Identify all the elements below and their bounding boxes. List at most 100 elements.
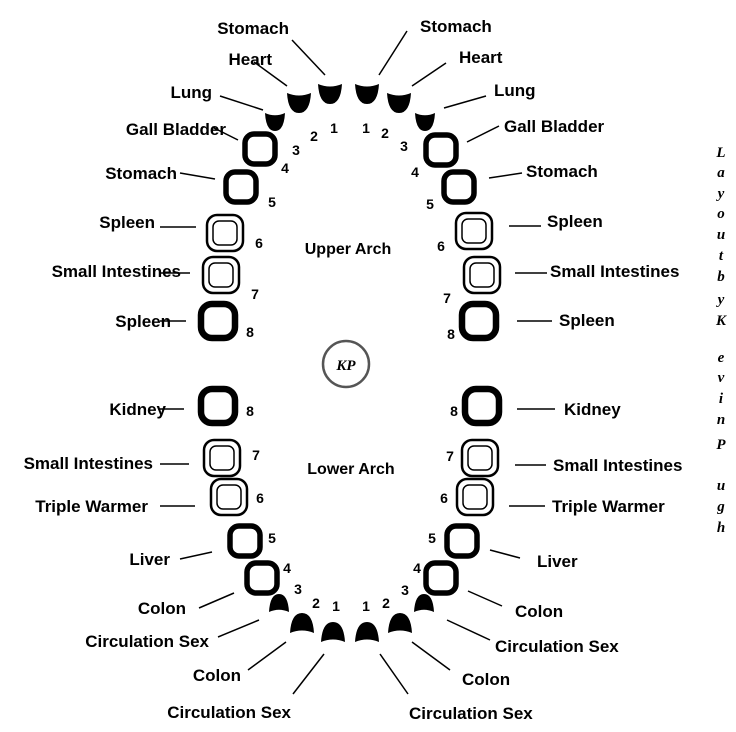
credit-letter: g (716, 499, 725, 515)
tooth-shape (321, 622, 345, 642)
credit-letter: L (715, 145, 725, 161)
tooth-upper-left-5 (223, 169, 259, 205)
tooth-number: 3 (292, 142, 300, 158)
leader-line (291, 39, 326, 76)
organ-label: Stomach (420, 17, 492, 36)
tooth-upper-right-2 (387, 93, 411, 113)
leader-line (466, 125, 500, 143)
tooth-number: 2 (382, 595, 390, 611)
tooth-number: 3 (294, 581, 302, 597)
tooth-inner-ring (208, 262, 234, 288)
tooth-number: 7 (251, 286, 259, 302)
tooth-upper-right-8 (458, 300, 500, 342)
organ-label: Circulation Sex (167, 703, 291, 722)
tooth-upper-right-4 (423, 132, 459, 168)
kp-logo: KP (321, 339, 371, 389)
organ-label: Stomach (105, 164, 177, 183)
tooth-shape (414, 594, 434, 612)
leader-line (411, 62, 447, 87)
tooth-upper-left-1 (318, 84, 342, 104)
tooth-upper-right-7 (462, 255, 502, 295)
leader-line (467, 590, 503, 607)
tooth-number: 8 (447, 326, 455, 342)
credit-letter: h (717, 520, 725, 536)
tooth-lower-right-4 (423, 560, 459, 596)
upper-arch-label: Upper Arch (305, 241, 392, 258)
organ-label: Gall Bladder (504, 117, 605, 136)
tooth-number: 5 (428, 530, 436, 546)
organ-label: Spleen (547, 212, 603, 231)
organ-label: Colon (193, 666, 241, 685)
tooth-lower-left-5 (227, 523, 263, 559)
tooth-shape (423, 132, 459, 168)
tooth-upper-left-2 (287, 93, 311, 113)
tooth-shape (244, 560, 280, 596)
tooth-shape (455, 477, 495, 517)
leader-line (219, 95, 264, 111)
tooth-upper-right-3 (415, 113, 435, 131)
organ-label: Triple Warmer (552, 497, 665, 516)
kp-logo-ring (321, 339, 371, 389)
tooth-number: 6 (255, 235, 263, 251)
tooth-number: 2 (312, 595, 320, 611)
tooth-number: 7 (252, 447, 260, 463)
tooth-number: 8 (246, 324, 254, 340)
organ-label: Heart (229, 50, 273, 69)
tooth-upper-left-6 (205, 213, 245, 253)
organ-label: Liver (537, 552, 578, 571)
tooth-shape (205, 213, 245, 253)
organ-label: Circulation Sex (409, 704, 533, 723)
tooth-number: 3 (400, 138, 408, 154)
organ-label: Colon (138, 599, 186, 618)
credit-letter: b (717, 269, 725, 285)
tooth-shape (355, 84, 379, 104)
organ-label: Liver (129, 550, 170, 569)
organ-label: Kidney (564, 400, 621, 419)
credit-letter: K (715, 313, 727, 329)
leader-line (292, 653, 325, 695)
leader-line (179, 172, 216, 180)
credit-letter: a (717, 165, 725, 181)
credit-letter: y (716, 186, 725, 202)
organ-label: Small Intestines (52, 262, 181, 281)
leader-line (253, 61, 288, 87)
leader-line (179, 551, 213, 560)
organ-label: Spleen (99, 213, 155, 232)
tooth-shape (423, 560, 459, 596)
credit-letter: u (717, 227, 725, 243)
tooth-number: 1 (362, 598, 370, 614)
tooth-lower-left-8 (197, 385, 239, 427)
tooth-inner-ring (462, 484, 488, 510)
leader-line (488, 172, 523, 179)
tooth-shape (441, 169, 477, 205)
credit-letter: u (717, 478, 725, 494)
tooth-number: 2 (310, 128, 318, 144)
organ-label: Small Intestines (553, 456, 682, 475)
tooth-number: 5 (268, 194, 276, 210)
tooth-shape (202, 438, 242, 478)
tooth-shape (269, 594, 289, 612)
tooth-lower-right-8 (461, 385, 503, 427)
tooth-lower-left-1 (321, 622, 345, 642)
tooth-inner-ring (209, 445, 235, 471)
tooth-inner-ring (212, 220, 238, 246)
leader-line (378, 30, 408, 76)
tooth-shape (197, 385, 239, 427)
tooth-inner-ring (461, 218, 487, 244)
tooth-shape (388, 613, 412, 633)
tooth-number: 4 (411, 164, 419, 180)
tooth-lower-right-7 (460, 438, 500, 478)
tooth-lower-left-4 (244, 560, 280, 596)
tooth-upper-left-3 (265, 113, 285, 131)
leader-line (198, 592, 235, 609)
leader-line (443, 95, 487, 109)
credit-letter: i (719, 391, 724, 407)
tooth-upper-right-1 (355, 84, 379, 104)
organ-label: Lung (494, 81, 536, 100)
leader-line (411, 641, 451, 671)
tooth-inner-ring (216, 484, 242, 510)
credit-letter: t (719, 248, 724, 264)
organ-label: Spleen (115, 312, 171, 331)
credit-letter: y (716, 292, 725, 308)
